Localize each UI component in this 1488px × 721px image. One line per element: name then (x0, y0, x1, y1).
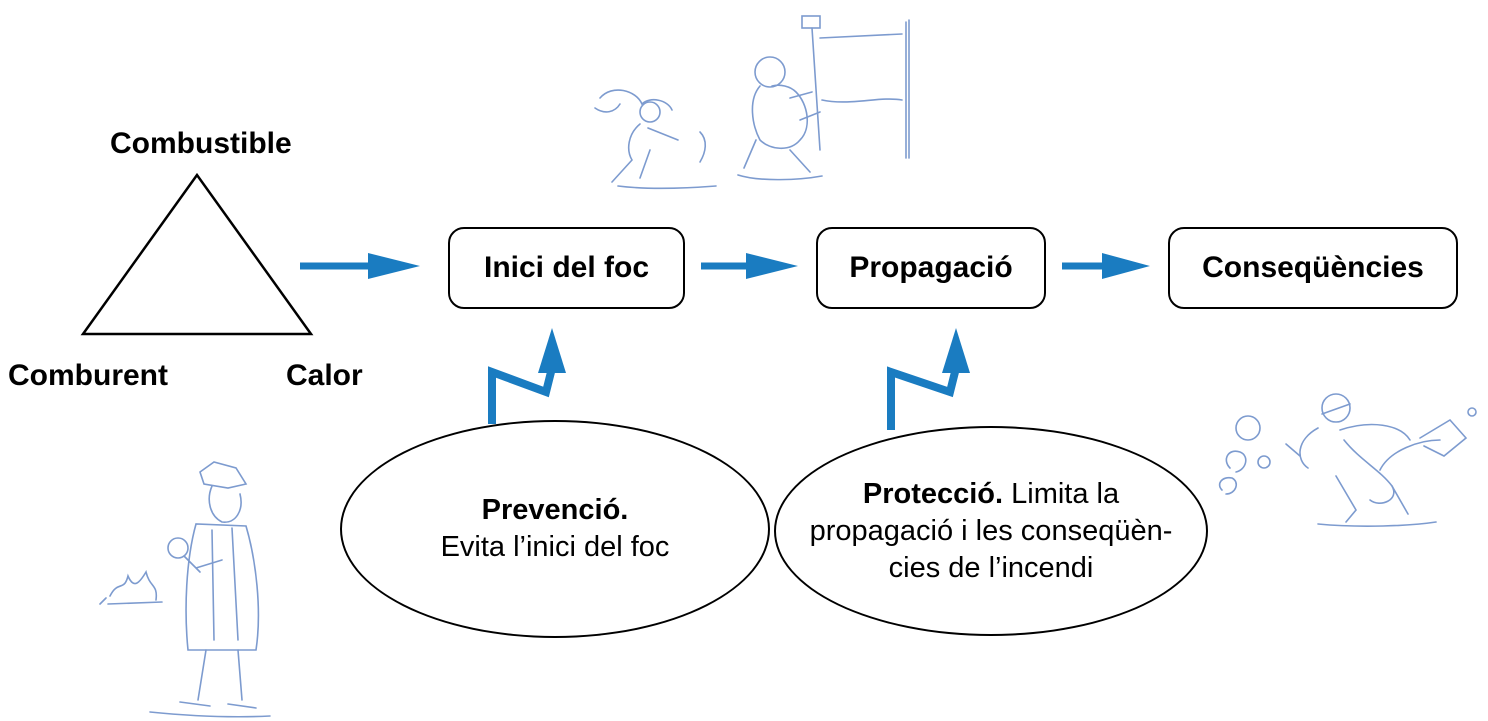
protection-line1: Protecció. Limita la (863, 476, 1119, 513)
prevention-text: Evita l’inici del foc (440, 531, 670, 563)
protection-title: Protecció. (862, 477, 1004, 510)
fire-triangle (80, 172, 314, 336)
triangle-label-combustible: Combustible (110, 127, 292, 160)
prevention-title: Prevenció. (481, 494, 629, 526)
protection-line2: propagació i les conseqüèn- (809, 514, 1173, 547)
prevention-oval: Prevenció. Evita l’inici del foc (340, 420, 770, 638)
arrow-triangle-to-start (300, 253, 420, 279)
step-box-propagation: Propagació (816, 227, 1046, 309)
arrow-protection-lightning (887, 328, 970, 430)
step-label-propagation: Propagació (849, 251, 1013, 284)
arrow-prevention-lightning (488, 328, 566, 424)
arrow-propagation-to-consequences (1062, 253, 1150, 279)
triangle-label-comburent: Comburent (8, 359, 168, 392)
step-box-start: Inici del foc (448, 227, 685, 309)
firefighters-sketch-icon (594, 15, 910, 190)
step-label-consequences: Conseqüències (1202, 251, 1424, 284)
triangle-label-calor: Calor (286, 359, 363, 392)
protection-oval: Protecció. Limita la propagació i les co… (774, 426, 1208, 636)
protection-line1-rest: Limita la (1003, 477, 1120, 510)
inspector-sketch-icon (99, 461, 271, 718)
step-label-start: Inici del foc (483, 251, 650, 284)
protection-line3: cies de l’incendi (888, 551, 1094, 584)
firefighter-running-sketch-icon (1218, 393, 1477, 527)
arrow-start-to-propagation (701, 253, 798, 279)
step-box-consequences: Conseqüències (1168, 227, 1458, 309)
